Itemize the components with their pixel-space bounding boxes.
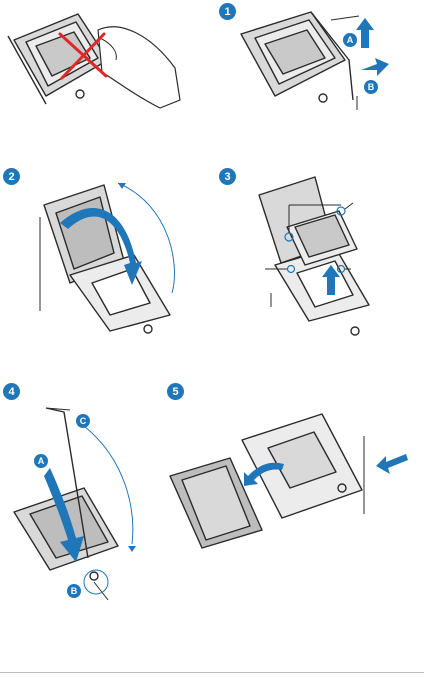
push-arrow-b	[361, 58, 389, 76]
lift-arrow-a	[356, 18, 374, 48]
socket-step-1-illustration	[215, 0, 424, 120]
label-b-step-4: B	[67, 584, 81, 598]
label-b-step-1: B	[364, 80, 378, 94]
leader-top	[331, 16, 359, 20]
press-lever-arrow	[376, 454, 408, 474]
label-a-step-1: A	[343, 33, 357, 47]
socket-step-3-illustration	[215, 165, 424, 345]
socket-step-2-illustration	[0, 165, 200, 345]
panel-step-2: 2	[0, 165, 200, 345]
panel-step-1: 1 A B	[215, 0, 424, 120]
lever-hook-marker	[84, 570, 108, 594]
footer-divider	[0, 672, 424, 673]
label-c-step-4: C	[76, 414, 90, 428]
socket-step-5-illustration	[164, 380, 424, 610]
panel-step-3: 3	[215, 165, 424, 345]
label-a-step-4: A	[34, 454, 48, 468]
socket-illustration	[0, 0, 200, 120]
panel-do-not-touch	[0, 0, 200, 120]
panel-step-5: 5	[164, 380, 424, 610]
leader-bottom	[94, 582, 108, 600]
